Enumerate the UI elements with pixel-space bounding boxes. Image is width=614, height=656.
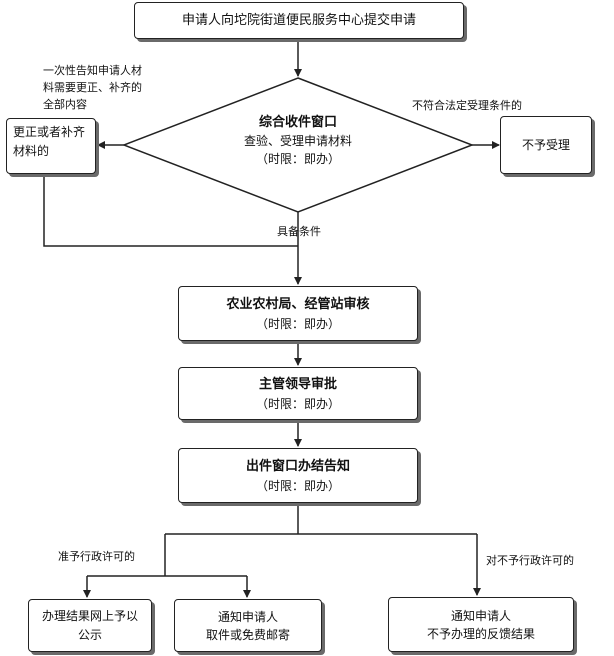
- start-text: 申请人向坨院街道便民服务中心提交申请: [181, 12, 416, 28]
- inform-line-3: 全部内容: [43, 98, 87, 111]
- approve-box: 主管领导审批 （时限：即办）: [178, 367, 418, 420]
- meet-label: 具备条件: [277, 225, 321, 238]
- window-time: （时限：即办）: [255, 152, 340, 166]
- window-title: 综合收件窗口: [258, 115, 337, 130]
- notify-no-subtitle: 不予办理的反馈结果: [426, 626, 535, 641]
- permit-label: 准予行政许可的: [58, 550, 135, 563]
- review-time: （时限：即办）: [255, 316, 340, 331]
- no-permit-label: 对不予行政许可的: [486, 554, 574, 567]
- window-subtitle: 查验、受理申请材料: [243, 134, 352, 148]
- notify-title: 通知申请人: [217, 609, 278, 624]
- approve-title: 主管领导审批: [258, 376, 337, 392]
- start-box: 申请人向坨院街道便民服务中心提交申请: [134, 2, 464, 39]
- inform-line-1: 一次性告知申请人材: [43, 64, 142, 77]
- reject-box: 不予受理: [500, 116, 592, 174]
- publish-text: 办理结果网上予以公示: [41, 608, 138, 642]
- supplement-text: 更正或者补齐材料的: [13, 125, 86, 158]
- notify-no-title: 通知申请人: [450, 608, 511, 623]
- reject-text: 不予受理: [521, 138, 570, 152]
- inform-label: 一次性告知申请人材 料需要更正、补齐的 全部内容: [43, 62, 142, 113]
- notify-subtitle: 取件或免费邮寄: [205, 627, 290, 642]
- review-title: 农业农村局、经管站审核: [226, 296, 370, 312]
- approve-time: （时限：即办）: [255, 396, 340, 411]
- notify-no-box: 通知申请人 不予办理的反馈结果: [388, 597, 574, 652]
- line-supplement-return: [43, 174, 298, 247]
- issue-box: 出件窗口办结告知 （时限：即办）: [178, 448, 418, 503]
- notify-box: 通知申请人 取件或免费邮寄: [174, 599, 322, 652]
- supplement-box: 更正或者补齐材料的: [6, 118, 96, 174]
- inform-line-2: 料需要更正、补齐的: [43, 81, 142, 94]
- issue-time: （时限：即办）: [255, 478, 340, 493]
- not-meet-label: 不符合法定受理条件的: [412, 99, 522, 112]
- publish-box: 办理结果网上予以公示: [28, 599, 152, 652]
- issue-title: 出件窗口办结告知: [245, 458, 350, 474]
- review-box: 农业农村局、经管站审核 （时限：即办）: [178, 286, 418, 341]
- window-text: 综合收件窗口 查验、受理申请材料 （时限：即办）: [198, 114, 398, 168]
